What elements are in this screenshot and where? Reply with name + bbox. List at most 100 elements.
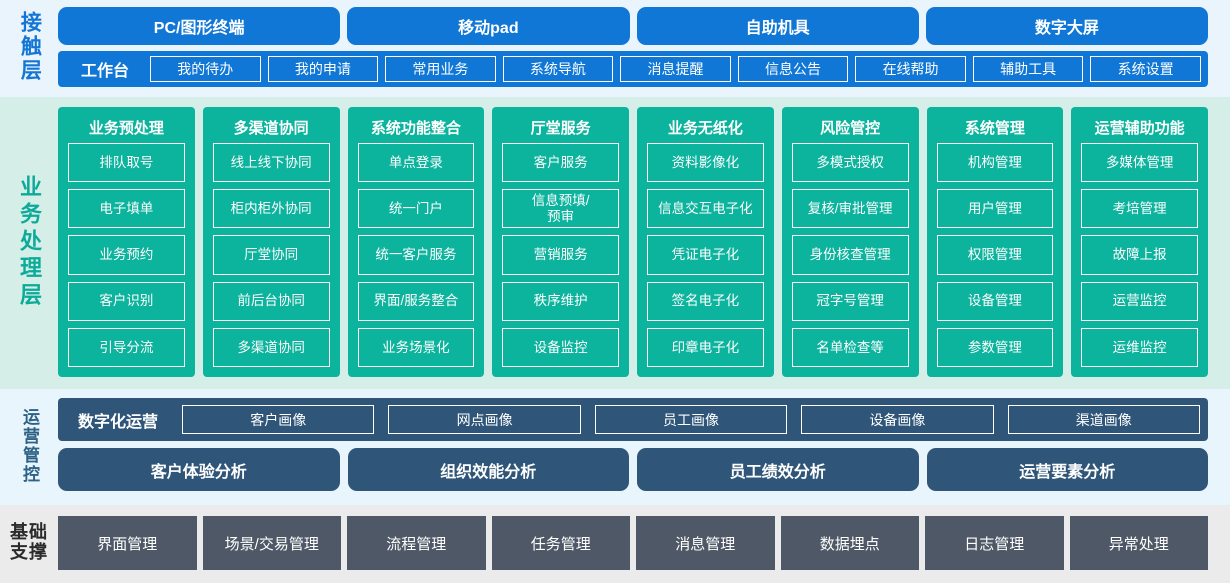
biz-item[interactable]: 考培管理 — [1081, 189, 1198, 229]
base-box-process-management[interactable]: 流程管理 — [347, 516, 486, 570]
biz-column-title: 运营辅助功能 — [1094, 120, 1185, 137]
biz-item[interactable]: 电子填单 — [68, 189, 185, 229]
biz-item-list: 多媒体管理 考培管理 故障上报 运营监控 运维监控 — [1081, 143, 1198, 368]
biz-column-title: 厅堂服务 — [530, 120, 591, 137]
biz-item[interactable]: 设备管理 — [936, 281, 1054, 321]
layer-contact-label-text: 接触层 — [18, 11, 42, 83]
layer-base-label-line2: 支撑 — [10, 542, 48, 562]
biz-item[interactable]: 业务场景化 — [357, 327, 475, 368]
workbench-item-system-nav[interactable]: 系统导航 — [502, 56, 614, 83]
biz-item[interactable]: 统一客户服务 — [357, 235, 475, 275]
biz-item[interactable]: 信息预填/ 预审 — [502, 189, 619, 229]
biz-item[interactable]: 客户识别 — [68, 281, 185, 321]
biz-item[interactable]: 参数管理 — [936, 327, 1054, 368]
channel-box-digital-screen[interactable]: 数字大屏 — [925, 7, 1208, 46]
biz-item-list: 线上线下协同 柜内柜外协同 厅堂协同 前后台协同 多渠道协同 — [212, 143, 330, 368]
biz-item[interactable]: 冠字号管理 — [791, 281, 909, 321]
biz-item[interactable]: 界面/服务整合 — [357, 281, 475, 321]
digital-operation-title: 数字化运营 — [78, 413, 159, 431]
biz-item[interactable]: 复核/审批管理 — [791, 189, 909, 229]
biz-item-list: 机构管理 用户管理 权限管理 设备管理 参数管理 — [936, 143, 1054, 368]
base-box-exception-handling[interactable]: 异常处理 — [1069, 516, 1208, 570]
analysis-box-employee-performance[interactable]: 员工绩效分析 — [637, 448, 919, 491]
workbench-item-my-todo[interactable]: 我的待办 — [150, 56, 261, 83]
biz-column-multichannel: 多渠道协同 线上线下协同 柜内柜外协同 厅堂协同 前后台协同 多渠道协同 — [202, 107, 340, 377]
channel-box-mobile-pad[interactable]: 移动pad — [347, 7, 630, 46]
biz-item[interactable]: 权限管理 — [936, 235, 1054, 275]
biz-item[interactable]: 运营监控 — [1081, 281, 1198, 321]
workbench-item-aux-tools[interactable]: 辅助工具 — [972, 56, 1084, 83]
biz-item[interactable]: 秩序维护 — [502, 281, 619, 321]
biz-item[interactable]: 多渠道协同 — [212, 327, 330, 368]
biz-column-preprocessing: 业务预处理 排队取号 电子填单 业务预约 客户识别 引导分流 — [58, 107, 195, 377]
biz-item[interactable]: 前后台协同 — [212, 281, 330, 321]
biz-item[interactable]: 运维监控 — [1081, 327, 1198, 368]
biz-item[interactable]: 名单检查等 — [791, 327, 909, 368]
biz-item[interactable]: 设备监控 — [502, 327, 619, 368]
layer-business: 业务处理层 业务预处理 排队取号 电子填单 业务预约 客户识别 引导分流 多渠道… — [0, 97, 1230, 389]
layer-contact-label: 接触层 — [0, 7, 58, 87]
workbench-row: 工作台 我的待办 我的申请 常用业务 系统导航 消息提醒 信息公告 在线帮助 辅… — [58, 51, 1208, 87]
biz-column-title: 系统管理 — [964, 120, 1025, 137]
channel-box-self-service[interactable]: 自助机具 — [636, 7, 919, 46]
portrait-item-branch[interactable]: 网点画像 — [388, 405, 581, 434]
biz-item[interactable]: 柜内柜外协同 — [212, 189, 330, 229]
portrait-item-employee[interactable]: 员工画像 — [594, 405, 788, 434]
biz-item-list: 单点登录 统一门户 统一客户服务 界面/服务整合 业务场景化 — [357, 143, 475, 368]
base-box-log-management[interactable]: 日志管理 — [925, 516, 1064, 570]
biz-item[interactable]: 凭证电子化 — [647, 235, 764, 275]
biz-item[interactable]: 排队取号 — [68, 143, 185, 183]
channel-box-pc[interactable]: PC/图形终端 — [58, 7, 341, 46]
base-box-ui-management[interactable]: 界面管理 — [58, 516, 197, 570]
biz-item[interactable]: 营销服务 — [502, 235, 619, 275]
layer-business-body: 业务预处理 排队取号 电子填单 业务预约 客户识别 引导分流 多渠道协同 线上线… — [58, 107, 1230, 377]
workbench-item-system-settings[interactable]: 系统设置 — [1090, 56, 1201, 83]
biz-item[interactable]: 厅堂协同 — [212, 235, 330, 275]
layer-base: 基础 支撑 界面管理 场景/交易管理 流程管理 任务管理 消息管理 数据埋点 日… — [0, 505, 1230, 583]
portrait-item-device[interactable]: 设备画像 — [801, 405, 994, 434]
portrait-item-channel[interactable]: 渠道画像 — [1007, 405, 1200, 434]
biz-column-risk-control: 风险管控 多模式授权 复核/审批管理 身份核查管理 冠字号管理 名单检查等 — [781, 107, 919, 377]
biz-item-list: 客户服务 信息预填/ 预审 营销服务 秩序维护 设备监控 — [502, 143, 619, 368]
biz-item[interactable]: 机构管理 — [936, 143, 1054, 183]
base-row: 界面管理 场景/交易管理 流程管理 任务管理 消息管理 数据埋点 日志管理 异常… — [58, 516, 1208, 570]
biz-column-title: 业务无纸化 — [667, 120, 743, 137]
workbench-item-online-help[interactable]: 在线帮助 — [855, 56, 966, 83]
biz-item[interactable]: 多模式授权 — [791, 143, 909, 183]
portrait-item-customer[interactable]: 客户画像 — [182, 405, 375, 434]
base-box-message-management[interactable]: 消息管理 — [636, 516, 775, 570]
biz-item-list: 排队取号 电子填单 业务预约 客户识别 引导分流 — [68, 143, 185, 368]
biz-item[interactable]: 用户管理 — [936, 189, 1054, 229]
analysis-box-operation-elements[interactable]: 运营要素分析 — [926, 448, 1208, 491]
workbench-item-message-alert[interactable]: 消息提醒 — [620, 56, 731, 83]
biz-item[interactable]: 资料影像化 — [647, 143, 764, 183]
biz-item[interactable]: 引导分流 — [68, 327, 185, 368]
biz-item[interactable]: 客户服务 — [502, 143, 619, 183]
biz-item[interactable]: 线上线下协同 — [212, 143, 330, 183]
layer-base-body: 界面管理 场景/交易管理 流程管理 任务管理 消息管理 数据埋点 日志管理 异常… — [58, 516, 1230, 570]
biz-item[interactable]: 信息交互电子化 — [647, 189, 764, 229]
analysis-box-customer-experience[interactable]: 客户体验分析 — [58, 448, 340, 491]
biz-item[interactable]: 印章电子化 — [647, 327, 764, 368]
workbench-item-my-application[interactable]: 我的申请 — [267, 56, 379, 83]
biz-item[interactable]: 身份核查管理 — [791, 235, 909, 275]
biz-column-lobby-service: 厅堂服务 客户服务 信息预填/ 预审 营销服务 秩序维护 设备监控 — [492, 107, 629, 377]
layer-business-label-text: 业务处理层 — [16, 174, 42, 310]
base-box-data-tracking[interactable]: 数据埋点 — [780, 516, 919, 570]
biz-item[interactable]: 多媒体管理 — [1081, 143, 1198, 183]
biz-item[interactable]: 统一门户 — [357, 189, 475, 229]
base-box-scenario-transaction[interactable]: 场景/交易管理 — [202, 516, 341, 570]
biz-item[interactable]: 故障上报 — [1081, 235, 1198, 275]
biz-column-system-integration: 系统功能整合 单点登录 统一门户 统一客户服务 界面/服务整合 业务场景化 — [347, 107, 485, 377]
biz-column-system-management: 系统管理 机构管理 用户管理 权限管理 设备管理 参数管理 — [926, 107, 1064, 377]
biz-item[interactable]: 业务预约 — [68, 235, 185, 275]
analysis-box-org-efficiency[interactable]: 组织效能分析 — [347, 448, 629, 491]
workbench-item-announcement[interactable]: 信息公告 — [737, 56, 849, 83]
base-box-task-management[interactable]: 任务管理 — [491, 516, 630, 570]
workbench-title: 工作台 — [81, 63, 130, 81]
workbench-item-common-business[interactable]: 常用业务 — [385, 56, 496, 83]
biz-item[interactable]: 单点登录 — [357, 143, 475, 183]
layer-operations-body: 数字化运营 客户画像 网点画像 员工画像 设备画像 渠道画像 客户体验分析 组织… — [58, 398, 1230, 494]
biz-item[interactable]: 签名电子化 — [647, 281, 764, 321]
